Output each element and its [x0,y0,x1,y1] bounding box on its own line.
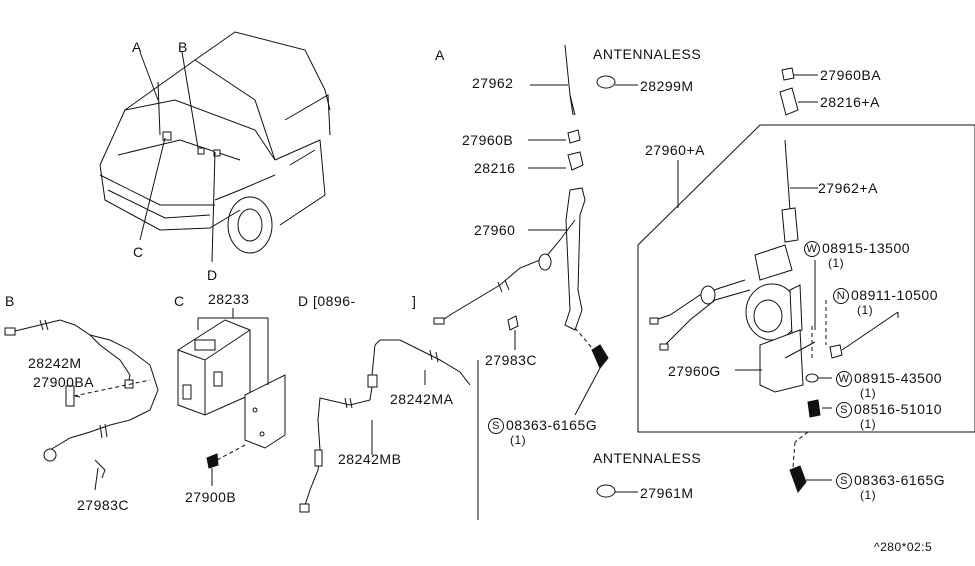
callout-a-car: A [132,39,142,55]
part-28242MA: 28242MA [390,391,454,407]
part-27962A: 27962+A [818,180,878,196]
part-08911-10500-qty: (1) [857,303,874,317]
antenna-a-illustration [433,44,638,498]
bolt-s-symbol: S [488,418,504,434]
antennaless-label-top: ANTENNALESS [593,46,702,62]
part-08516-51010-qty: (1) [860,417,877,431]
callout-b-car: B [178,39,188,55]
part-27983C-mid: 27983C [485,352,538,368]
part-27960B: 27960B [462,132,514,148]
bolt-s-symbol: S [836,473,852,489]
part-08915-43500-qty: (1) [860,386,877,400]
section-d-range: [0896- [313,293,356,309]
part-28233: 28233 [208,291,250,307]
section-a-title: A [435,47,445,63]
part-27900B: 27900B [185,489,237,505]
callout-c-car: C [133,244,144,260]
nut-n-symbol: N [833,288,849,304]
section-b-title: B [5,293,15,309]
part-28242MB: 28242MB [338,451,402,467]
part-28242M: 28242M [28,355,82,371]
harness-b-illustration [4,319,159,491]
part-27960: 27960 [474,222,516,238]
part-08363-mid-qty: (1) [510,433,527,447]
part-27962: 27962 [472,75,514,91]
part-28216: 28216 [474,160,516,176]
bolt-s-symbol: S [836,402,852,418]
module-c-illustration [177,308,286,486]
diagram-code: ^280*02:5 [874,540,933,554]
part-27960A: 27960+A [645,142,705,158]
washer-w-symbol: W [804,241,820,257]
part-27960G: 27960G [668,363,721,379]
callout-d-car: D [207,267,218,283]
washer-w-symbol: W [836,371,852,387]
part-28299M: 28299M [640,78,694,94]
part-27983C-left: 27983C [77,497,130,513]
antennaless-label-bottom: ANTENNALESS [593,450,702,466]
part-08915-13500-qty: (1) [828,256,845,270]
section-d-range-close: ] [412,293,417,309]
part-27961M: 27961M [640,485,694,501]
part-27960BA: 27960BA [820,67,882,83]
power-antenna-illustration [637,67,975,494]
section-c-title: C [174,293,185,309]
part-27900BA: 27900BA [33,374,95,390]
harness-d-illustration [299,339,479,520]
part-28216A: 28216+A [820,94,880,110]
part-08363-right-qty: (1) [860,488,877,502]
section-d-title: D [298,293,309,309]
vehicle-illustration [99,31,331,263]
